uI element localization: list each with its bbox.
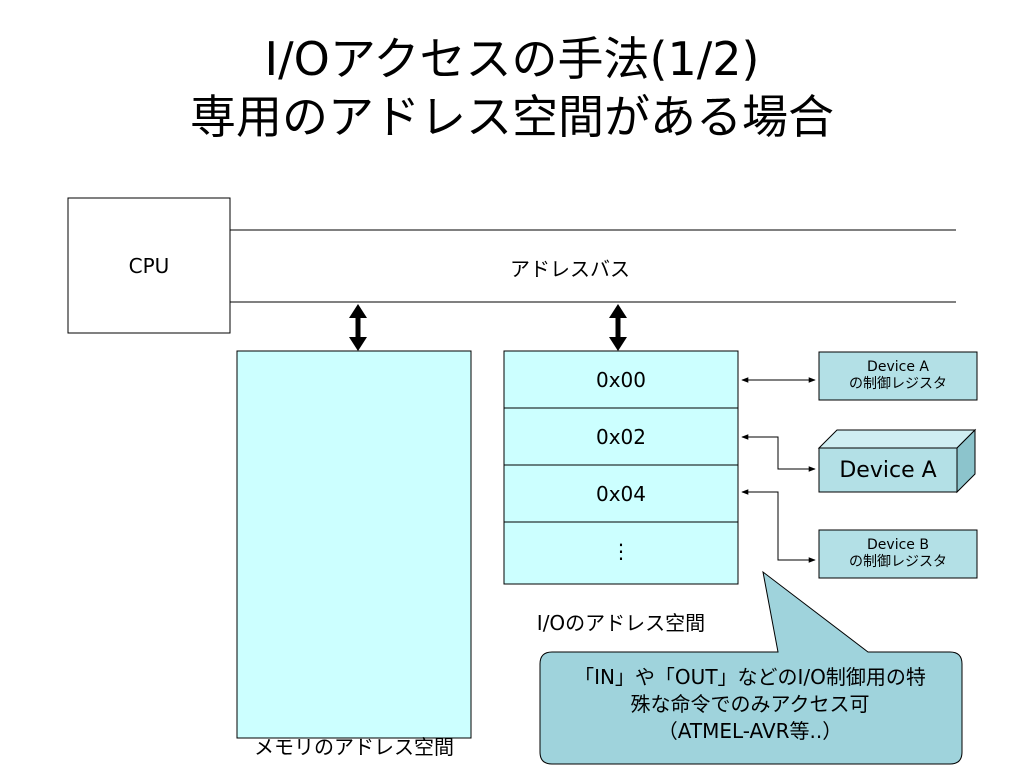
callout-bubble xyxy=(539,570,963,765)
title-line-1: I/Oアクセスの手法(1/2) xyxy=(264,32,760,86)
io-cell-0x04: 0x04 xyxy=(595,481,646,506)
io-bus-arrow xyxy=(609,304,627,351)
io-space-caption: I/Oのアドレス空間 xyxy=(536,610,706,635)
device-a-register-label: Device A の制御レジスタ xyxy=(819,352,977,400)
device-b-register-box xyxy=(818,529,978,579)
callout-line-2: 殊な命令でのみアクセス可 xyxy=(630,692,870,716)
connector-0x04 xyxy=(741,489,816,563)
device-a-label: Device A xyxy=(839,457,937,483)
address-bus-label: アドレスバス xyxy=(510,256,630,281)
memory-space-box xyxy=(236,350,472,739)
io-space-box xyxy=(503,350,739,585)
callout-text: 「IN」や「OUT」などのI/O制御用の特 殊な命令でのみアクセス可 （ATME… xyxy=(540,664,960,745)
memory-bus-arrow xyxy=(349,304,367,351)
io-cell-ellipsis: ⋮ xyxy=(611,538,631,563)
title-line-2: 専用のアドレス空間がある場合 xyxy=(190,90,834,144)
device-a-box xyxy=(817,428,977,494)
io-cell-0x00: 0x00 xyxy=(595,367,646,392)
device-b-register-line-1: Device B xyxy=(867,537,929,553)
device-a-register-box xyxy=(818,351,978,401)
device-b-register-label: Device B の制御レジスタ xyxy=(819,530,977,578)
slide-title: I/Oアクセスの手法(1/2) 専用のアドレス空間がある場合 xyxy=(0,30,1024,146)
device-b-register-line-2: の制御レジスタ xyxy=(849,554,947,570)
device-a-register-line-2: の制御レジスタ xyxy=(849,376,947,392)
memory-space-caption: メモリのアドレス空間 xyxy=(254,734,454,759)
cpu-label: CPU xyxy=(128,253,170,278)
io-cell-0x02: 0x02 xyxy=(595,424,646,449)
device-a-register-line-1: Device A xyxy=(867,359,929,375)
connector-0x02 xyxy=(741,434,816,472)
cpu-box xyxy=(67,197,231,334)
callout-line-1: 「IN」や「OUT」などのI/O制御用の特 xyxy=(574,665,926,689)
callout-line-3: （ATMEL-AVR等..） xyxy=(657,719,843,743)
